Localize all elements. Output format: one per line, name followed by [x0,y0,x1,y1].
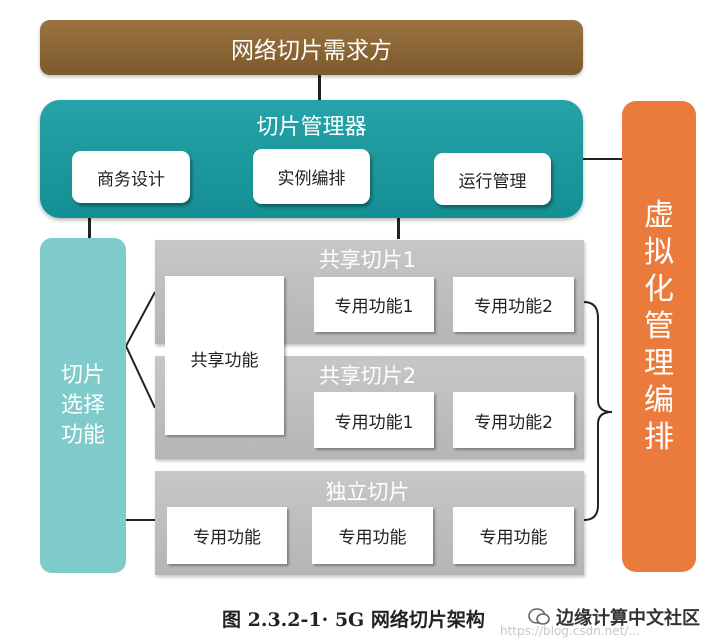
independent-slice-func-1: 专用功能 [167,507,287,564]
slice-demand-label: 网络切片需求方 [231,37,392,64]
selection-line: 选择 [60,392,105,418]
slice-manager-title: 切片管理器 [256,115,367,140]
wechat-icon [528,608,550,625]
orch-char: 虚 [644,198,674,233]
virtualization-orchestration-panel: 虚 拟 化 管 理 编 排 [622,101,696,572]
independent-slice-func-3: 专用功能 [453,507,574,564]
connector-left [88,218,91,239]
selection-fan [124,291,156,409]
orch-char: 化 [644,272,674,307]
connector-orange [583,158,622,160]
slice-demand-bar: 网络切片需求方 [40,20,583,75]
independent-slice-title: 独立切片 [325,480,410,504]
selection-line: 功能 [60,422,105,448]
instance-orchestration-box: 实例编排 [253,149,370,204]
selection-line: 切片 [60,362,105,388]
shared-slice-2-title: 共享切片2 [318,364,417,388]
connector-mid [397,218,400,239]
shared-slice-2-func-1: 专用功能1 [314,392,434,448]
orch-char: 排 [644,420,674,455]
shared-slice-1-func-2: 专用功能2 [453,277,574,332]
watermark-url: https://blog.csdn.net/... [500,624,640,638]
orch-char: 拟 [644,235,674,270]
shared-slice-2-func-2: 专用功能2 [453,392,574,448]
connector-top [318,75,321,100]
shared-function-box: 共享功能 [165,276,284,435]
business-design-box: 商务设计 [72,151,190,203]
orch-char: 理 [644,346,674,381]
slice-selection-panel: 切片 选择 功能 [40,238,126,573]
orch-char: 管 [644,309,674,344]
shared-slice-1-func-1: 专用功能1 [314,277,434,332]
right-bracket [583,301,613,521]
independent-slice-func-2: 专用功能 [312,507,433,564]
watermark-text: 边缘计算中文社区 [556,608,700,629]
operation-management-box: 运行管理 [434,153,551,205]
orch-char: 编 [644,383,674,418]
shared-slice-1-title: 共享切片1 [318,248,417,272]
figure-caption: 图 2.3.2-1· 5G 网络切片架构 [222,608,485,631]
